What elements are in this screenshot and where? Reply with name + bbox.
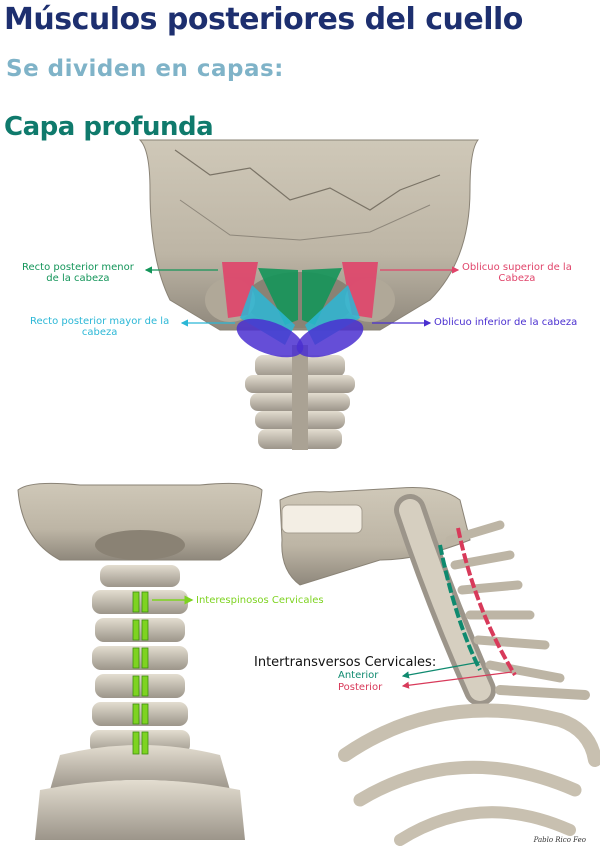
label-line: cabeza [81, 327, 118, 338]
label-anterior: Anterior [338, 670, 379, 681]
page-subtitle: Se dividen en capas: [6, 56, 284, 82]
label-recto-posterior-menor: Recto posterior menor de la cabeza [22, 262, 134, 284]
interspinales-muscles [132, 591, 149, 755]
label-oblicuo-superior: Oblicuo superior de la Cabeza [462, 262, 572, 284]
label-line: Recto posterior menor [22, 262, 134, 273]
cervical-spine-posterior-top [245, 345, 355, 450]
label-line: Cabeza [498, 273, 536, 284]
cervical-spine-posterior-bottom [35, 565, 245, 840]
author-signature: Pablo Rico Feo [533, 836, 586, 844]
label-recto-posterior-mayor: Recto posterior mayor de la cabeza [30, 316, 169, 338]
label-oblicuo-inferior: Oblicuo inferior de la cabeza [434, 317, 578, 328]
section-title: Capa profunda [4, 112, 214, 142]
label-line: Oblicuo superior de la [462, 262, 572, 273]
suboccipital-muscles [222, 262, 378, 358]
intertransversarii-muscles [438, 527, 517, 677]
arrow-icon [401, 671, 513, 689]
label-intertransversos: Intertransversos Cervicales: [254, 655, 437, 670]
label-line: de la cabeza [46, 273, 110, 284]
label-interespinosos: Interespinosos Cervicales [196, 595, 324, 606]
label-posterior: Posterior [338, 682, 383, 693]
page-title: Músculos posteriores del cuello [4, 2, 523, 37]
arrow-icon [401, 661, 481, 679]
label-line: Recto posterior mayor de la [30, 316, 170, 327]
skull-base-bottom-left [17, 482, 263, 561]
cervical-spine-lateral [338, 494, 600, 846]
